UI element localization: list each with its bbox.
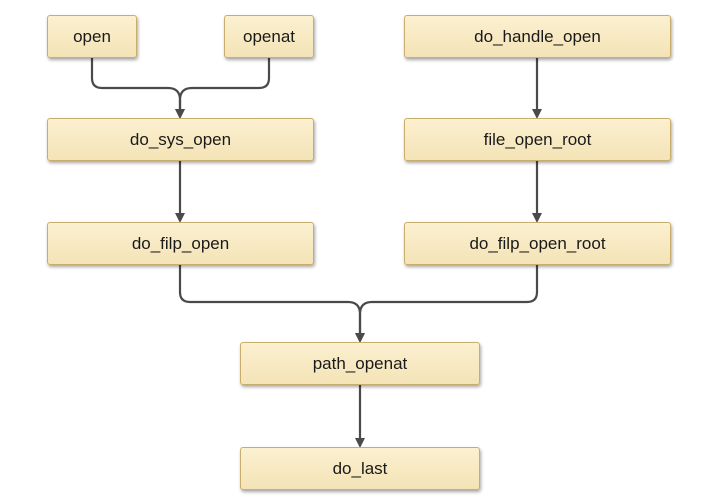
node-do-last: do_last [240,447,480,490]
node-path-openat: path_openat [240,342,480,385]
node-label: openat [243,26,295,46]
node-label: do_handle_open [474,26,601,46]
node-do-filp-open-root: do_filp_open_root [404,222,671,265]
edge-do_filp_open_root-to-path_openat [355,265,539,343]
node-label: do_filp_open [131,233,230,253]
node-label: do_filp_open_root [469,233,606,253]
node-label: path_openat [312,353,408,373]
edge-openat-to-do_sys_open [175,58,271,119]
node-openat: openat [224,15,314,58]
node-label: open [73,26,111,46]
node-file-open-root: file_open_root [404,118,671,161]
node-open: open [47,15,137,58]
node-label: do_sys_open [129,129,232,149]
node-do-filp-open: do_filp_open [47,222,314,265]
node-do-sys-open: do_sys_open [47,118,314,161]
node-do-handle-open: do_handle_open [404,15,671,58]
edge-open-to-do_sys_open [90,58,185,119]
node-label: do_last [332,458,388,478]
node-label: file_open_root [483,129,592,149]
edge-do_filp_open-to-path_openat [178,265,365,343]
